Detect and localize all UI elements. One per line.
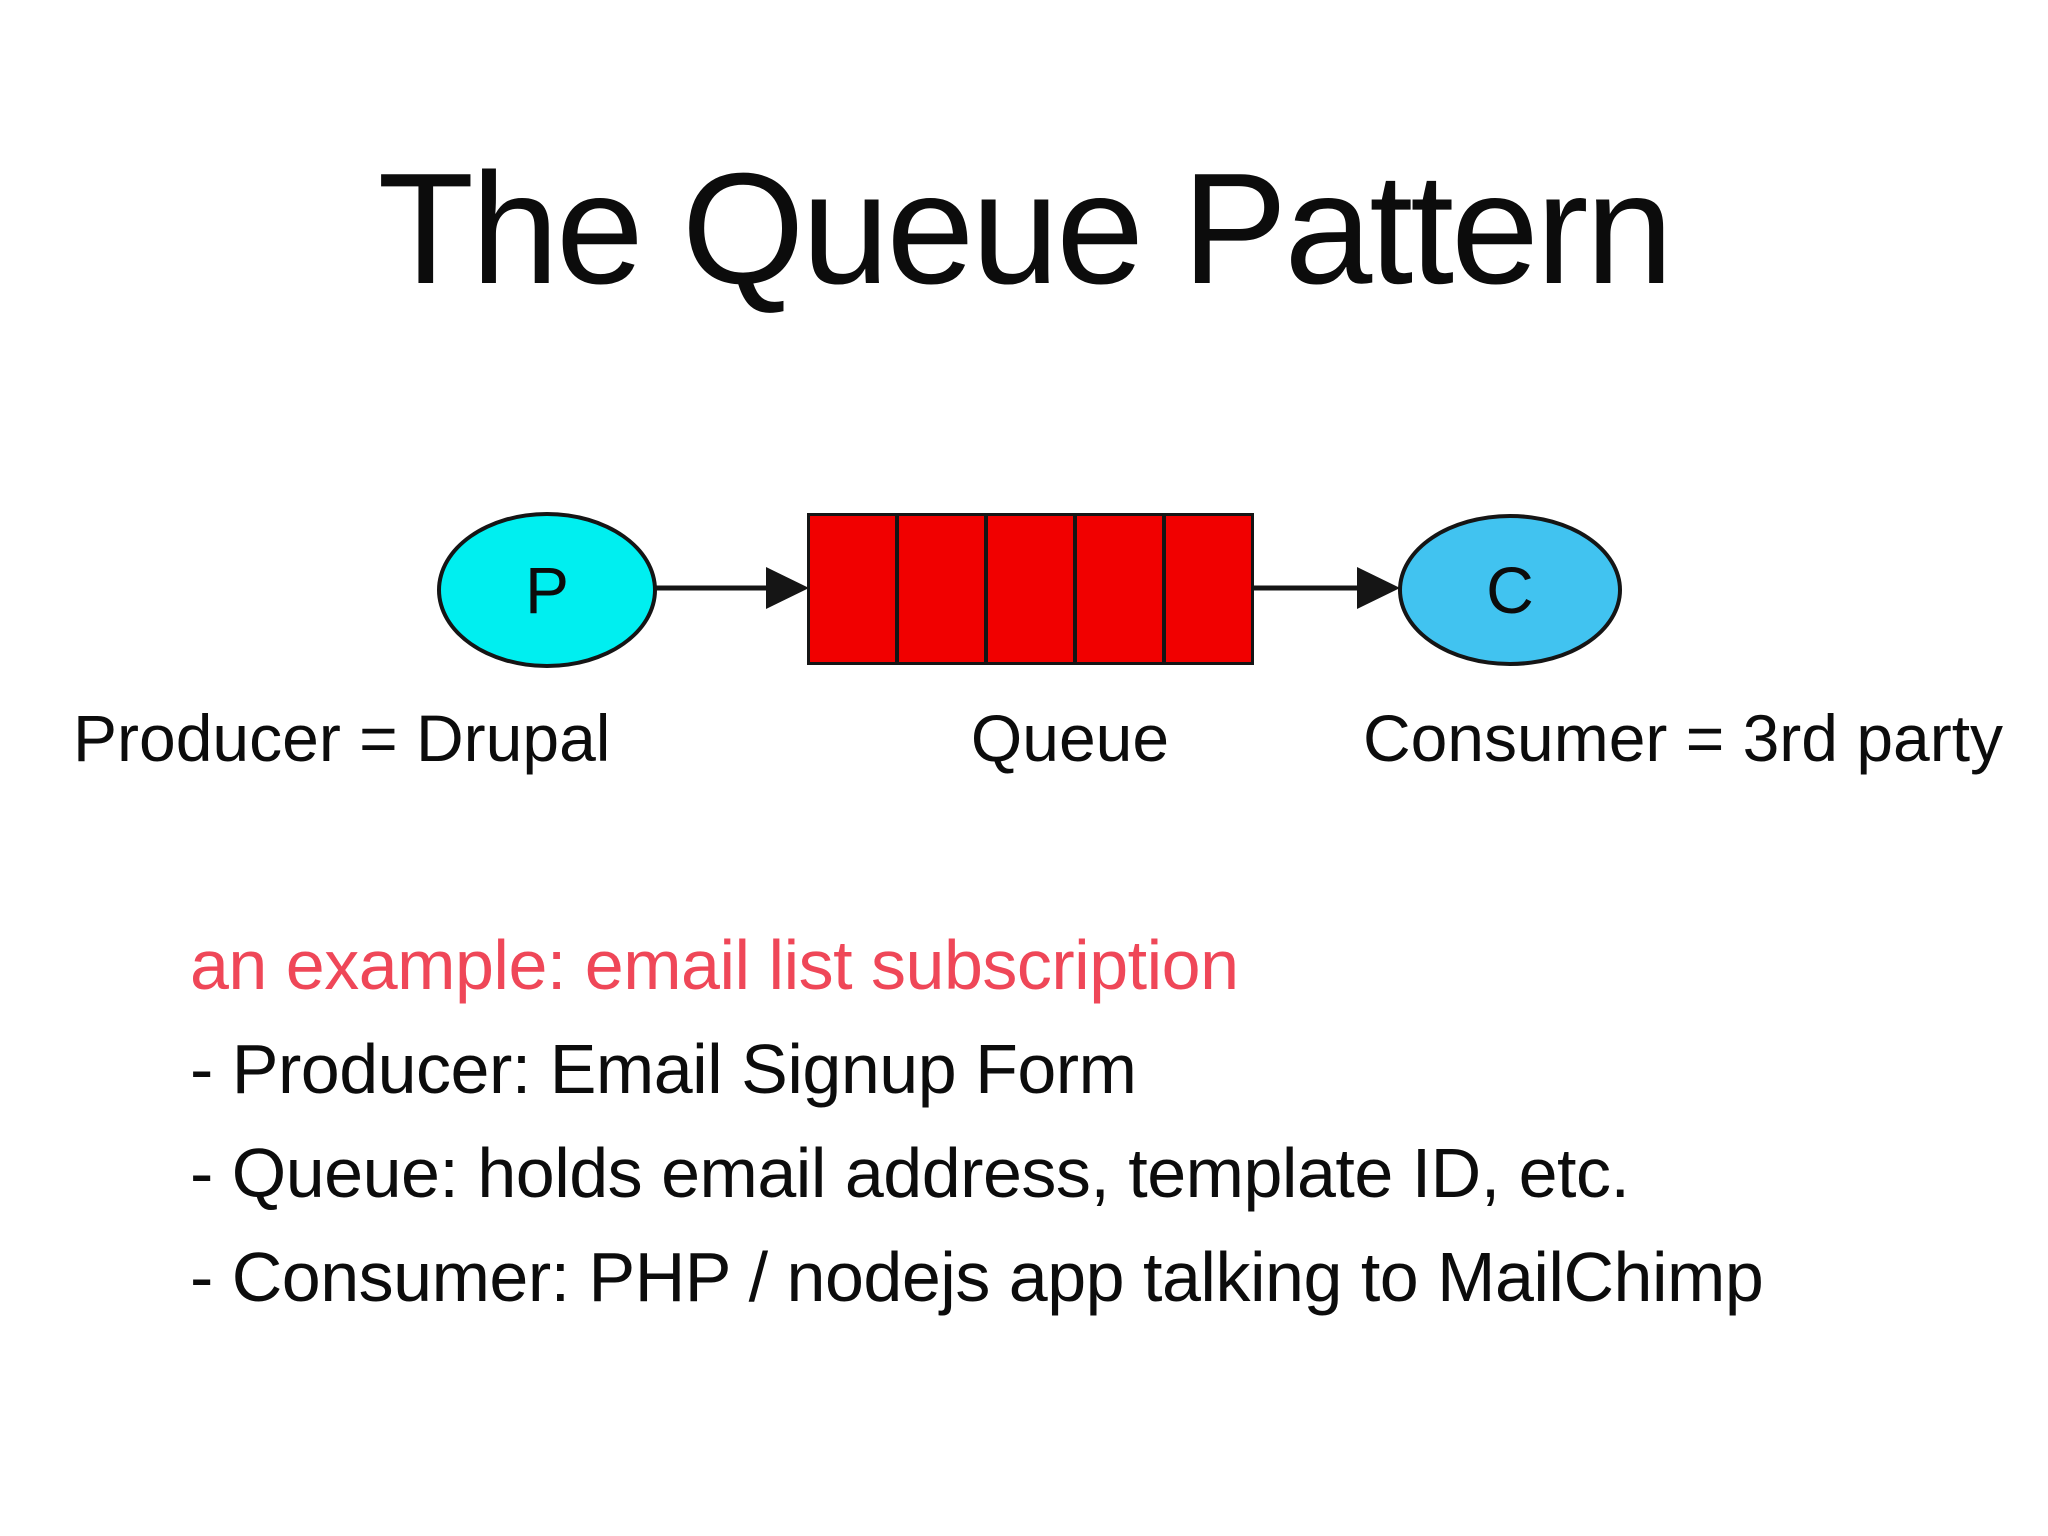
queue-cell — [1073, 516, 1162, 662]
queue-pattern-diagram: P C — [0, 500, 2048, 700]
producer-node: P — [437, 512, 657, 668]
queue-cell — [984, 516, 1073, 662]
example-heading: an example: email list subscription — [190, 926, 1239, 1004]
producer-label: Producer = Drupal — [73, 701, 611, 775]
bullet-queue: - Queue: holds email address, template I… — [190, 1134, 1630, 1212]
producer-node-label: P — [524, 553, 570, 627]
queue-cell — [810, 516, 895, 662]
arrow-queue-to-consumer-icon — [1254, 567, 1400, 609]
consumer-node: C — [1398, 514, 1622, 666]
flow-arrows — [652, 567, 1400, 609]
consumer-node-label: C — [1486, 553, 1534, 627]
queue-cell — [1162, 516, 1251, 662]
example-block: an example: email list subscription - Pr… — [190, 913, 1764, 1329]
queue-cell — [895, 516, 984, 662]
bullet-consumer: - Consumer: PHP / nodejs app talking to … — [190, 1238, 1764, 1316]
slide-title: The Queue Pattern — [377, 141, 1674, 317]
queue-box — [807, 513, 1254, 665]
bullet-producer: - Producer: Email Signup Form — [190, 1030, 1137, 1108]
queue-label: Queue — [970, 701, 1170, 775]
consumer-label: Consumer = 3rd party — [1362, 701, 2004, 775]
arrow-producer-to-queue-icon — [652, 567, 809, 609]
